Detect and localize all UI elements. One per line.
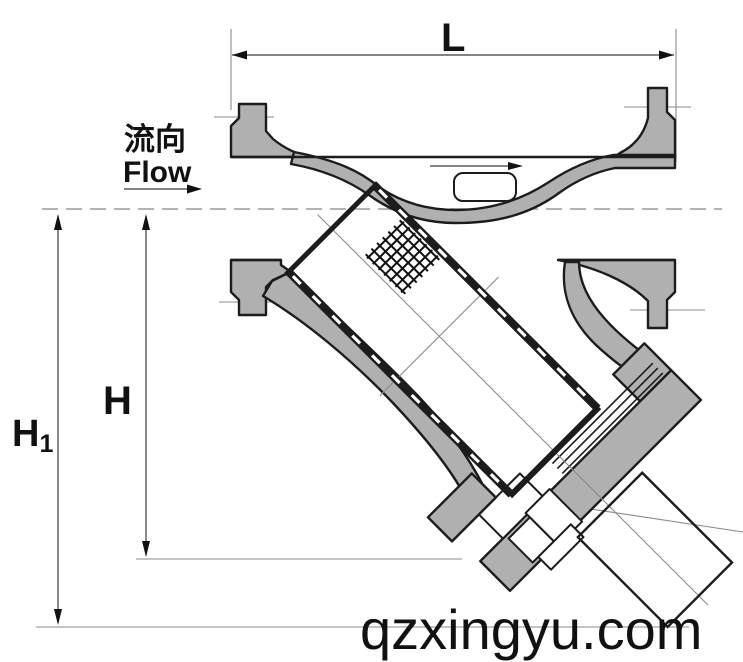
dimension-h [142,214,150,557]
label-flow-cn: 流向 [124,122,186,157]
screen-end-bar [507,404,602,499]
label-dim-h: H [103,379,132,423]
gasket-line [556,367,659,470]
screen-slots-lower [291,275,513,496]
branch-assembly [284,181,734,629]
dim-h1-arrow-top [54,214,62,230]
flow-direction-arrow [124,184,202,194]
cap-bolt-step-1 [477,472,545,540]
dimension-l [232,50,674,60]
gasket-line [561,372,664,475]
cap-bolt-step-4 [537,523,585,571]
dimension-h1 [54,214,62,625]
internal-flow-arrowhead [508,162,523,170]
label-flow-en: Flow [123,156,192,189]
screen-end-edge [284,181,380,277]
bore-lines [231,155,675,262]
label-dim-h1: H1 [12,413,53,458]
body-boss [453,172,517,202]
mesh-symbol [365,219,440,295]
flow-arrowhead [187,184,202,194]
label-dim-h1-base: H [12,413,39,455]
watermark-text: qzxingyu.com [360,598,702,661]
cap-bolt-lug [426,472,498,543]
dim-h-arrow-top [142,214,150,230]
dim-l-arrow-left [232,50,247,60]
left-flange-lower [229,258,293,317]
branch-wall-left [261,270,486,502]
basket-cross-centerline [379,276,500,397]
dim-h-arrow-bottom [142,541,150,557]
dim-l-arrow-right [659,50,674,60]
label-dim-l: L [441,16,465,60]
right-flange-upper [612,86,677,159]
screen-slots-upper [378,188,599,410]
drain-plug-outline [576,471,734,629]
extension-lines [36,29,743,628]
top-wall-band [289,150,677,225]
label-dim-h1-sub: 1 [39,430,53,458]
branch-centerline [317,214,709,606]
dim-h1-arrow-bottom [54,609,62,625]
left-flange-upper [229,102,312,159]
cap-gasket-lines [551,362,664,475]
strainer-screen [284,181,602,499]
internal-flow-arrow [430,162,523,170]
gasket-line [551,362,654,465]
